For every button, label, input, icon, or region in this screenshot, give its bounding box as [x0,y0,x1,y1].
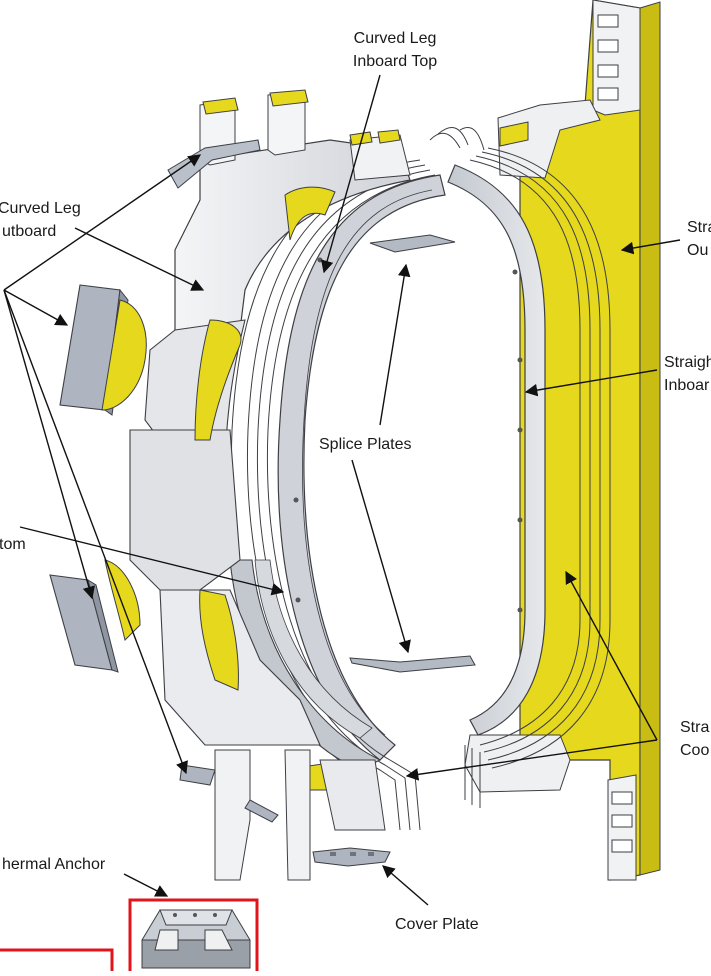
cooling-lines-straight [429,127,611,808]
label-line: Ou [687,242,709,259]
lower-bracket [179,764,279,823]
curved-leg-inboard [277,174,446,761]
label-curved-leg-outboard: Curved Leg utboard [0,197,81,243]
leader-arrows [3,74,681,906]
label-splice-plates: Splice Plates [319,436,412,453]
label-line: Straigh [664,354,711,371]
label-line: Stra [680,719,710,736]
upper-bracket [167,139,261,189]
splice-plate-top [369,234,456,253]
label-line: utboard [2,223,57,240]
label-line: Coo [680,742,710,759]
adjacent-red-box [0,948,114,971]
label-straight-inboard: Straigh Inboar [664,351,711,397]
label-straight-cooling: Stra Coo [680,716,709,762]
outboard-pad-lower [49,574,119,673]
label-cover-plate: Cover Plate [395,916,479,933]
straight-leg-inboard [447,164,546,736]
label-bottom: tom [0,536,26,553]
label-straight-outboard: Stra Ou [687,216,711,262]
label-thermal-anchor: hermal Anchor [2,856,106,873]
splice-plate-bottom [349,655,476,673]
cover-plate [312,847,391,867]
label-curved-leg-inboard-top: Curved Leg Inboard Top [340,27,450,73]
label-line: Curved Leg [353,30,437,47]
outboard-housing [129,89,411,881]
thermal-anchor-highlight [128,898,259,976]
label-line: Stra [687,219,711,236]
label-line: Inboar [664,377,710,394]
label-line: Curved Leg [0,200,81,217]
label-line: Inboard Top [352,53,438,70]
straight-leg-outboard [464,0,661,881]
